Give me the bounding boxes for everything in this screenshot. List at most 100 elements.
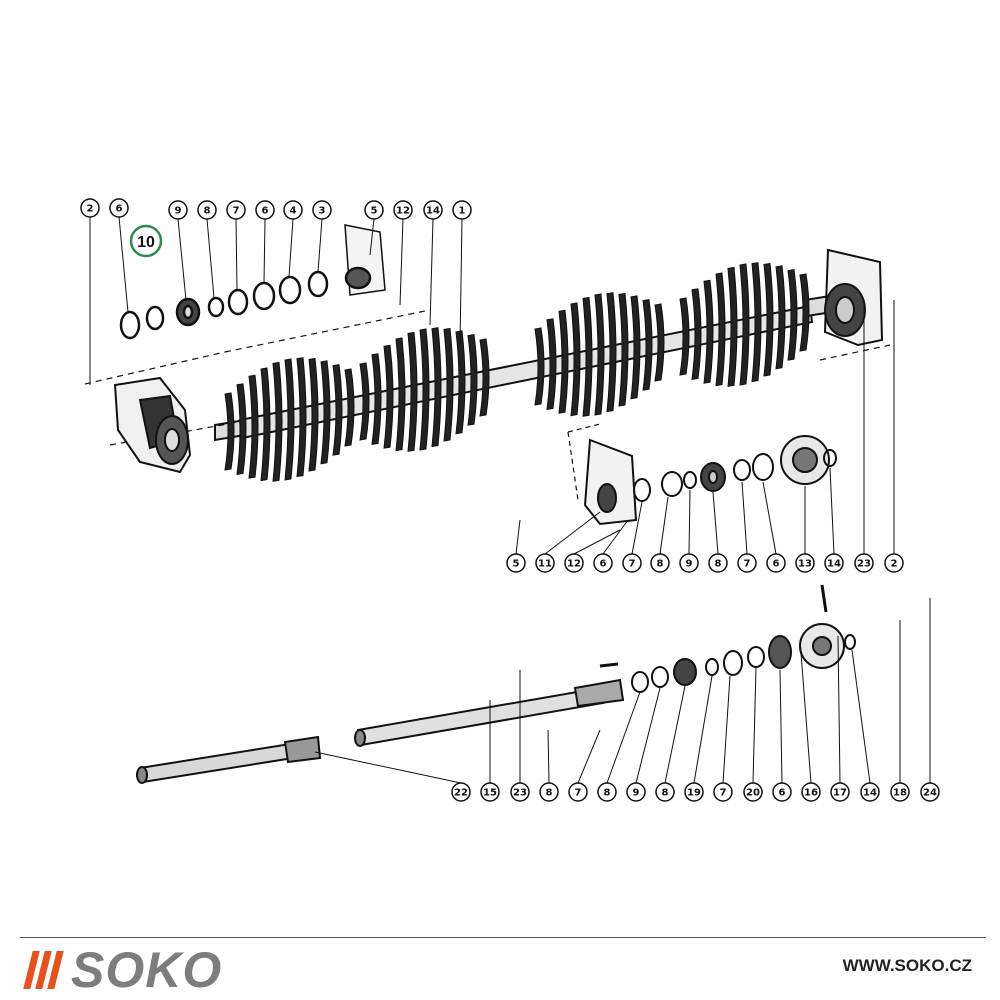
callout-circle [795, 553, 815, 573]
callout-circle [737, 553, 757, 573]
leader-line [314, 751, 462, 784]
callout-circle [708, 553, 728, 573]
website-link[interactable]: WWW.SOKO.CZ [842, 956, 972, 975]
callout-circle [766, 553, 786, 573]
blade [799, 273, 810, 352]
blade [775, 265, 786, 370]
callout-circle [824, 553, 844, 573]
callout-number: 18 [893, 788, 907, 799]
leader-line [659, 496, 669, 555]
callout-number: 7 [629, 559, 636, 570]
drive-shaft-assembly [136, 584, 856, 784]
callout-circle [80, 198, 100, 218]
leader-line [429, 218, 434, 326]
leader-line [631, 501, 643, 555]
blade [443, 327, 454, 442]
callout-circle [364, 200, 384, 220]
blade [419, 328, 430, 451]
blade [546, 318, 557, 411]
leader-line [573, 529, 621, 555]
blade [224, 392, 235, 471]
callout-number: 4 [290, 206, 297, 217]
top-left-exploded-parts [119, 224, 386, 340]
callout-circle [626, 782, 646, 802]
blade [630, 295, 641, 400]
callout-circle [480, 782, 500, 802]
callout-circle [597, 782, 617, 802]
blade [407, 331, 418, 452]
middle-bearing-assembly [567, 423, 837, 526]
callout-number: 9 [686, 559, 693, 570]
left-bearing-housing [113, 376, 192, 474]
callout-circle [772, 782, 792, 802]
callout-number: 9 [633, 788, 640, 799]
callout-circle [564, 553, 584, 573]
blade [431, 327, 442, 448]
callout-circle [920, 782, 940, 802]
callout-number: 3 [319, 206, 326, 217]
leader-line [547, 729, 550, 784]
callout-number: 13 [798, 559, 812, 570]
callout-number: 14 [426, 206, 440, 217]
leader-line [635, 687, 661, 784]
leader-line [606, 691, 641, 784]
callout-circle [568, 782, 588, 802]
leader-line [288, 218, 294, 278]
blade [751, 262, 762, 383]
blade [371, 353, 382, 446]
callout-circle [197, 200, 217, 220]
blade [739, 263, 750, 386]
leader-line [779, 669, 783, 784]
callout-number: 5 [371, 206, 378, 217]
callout-number: 11 [538, 559, 552, 570]
leader-line [851, 649, 871, 784]
leader-line [712, 491, 719, 555]
leader-line [263, 218, 266, 284]
leader-line [177, 218, 187, 301]
callout-circle [451, 782, 471, 802]
callout-circle [255, 200, 275, 220]
blade [727, 266, 738, 387]
callout-number: 12 [567, 559, 581, 570]
blade [344, 368, 355, 447]
blade [248, 374, 259, 479]
blade [594, 293, 605, 416]
logo-bars-icon [23, 951, 64, 989]
highlighted-part-number: 10 [137, 234, 155, 251]
leader-line [762, 481, 777, 555]
blade [260, 367, 271, 482]
callout-circle [539, 782, 559, 802]
leader-line [369, 218, 375, 256]
leader-line [664, 685, 686, 784]
right-end-plate [823, 248, 884, 347]
callout-number: 8 [657, 559, 664, 570]
leader-line [459, 218, 463, 346]
blade [236, 383, 247, 476]
callout-circle [801, 782, 821, 802]
callout-number: 7 [233, 206, 240, 217]
callout-circle [684, 782, 704, 802]
blade [679, 297, 690, 376]
callout-number: 7 [720, 788, 727, 799]
leader-line [602, 519, 629, 555]
highlighted-part-marker: 10 [129, 224, 163, 258]
callout-number: 6 [773, 559, 780, 570]
leader-line [722, 675, 731, 784]
blade [787, 269, 798, 361]
blade [383, 344, 394, 449]
blade [479, 338, 490, 417]
blade [332, 364, 343, 456]
callout-number: 1 [459, 206, 466, 217]
blade [320, 360, 331, 465]
callout-circle [830, 782, 850, 802]
brand-logo[interactable]: SOKO [23, 942, 222, 998]
blade [296, 357, 307, 478]
leader-line [206, 218, 215, 299]
callout-circle [226, 200, 246, 220]
leader-line [235, 218, 238, 291]
callout-circle [452, 200, 472, 220]
blade [715, 272, 726, 387]
callout-circle [506, 553, 526, 573]
blade [284, 358, 295, 481]
